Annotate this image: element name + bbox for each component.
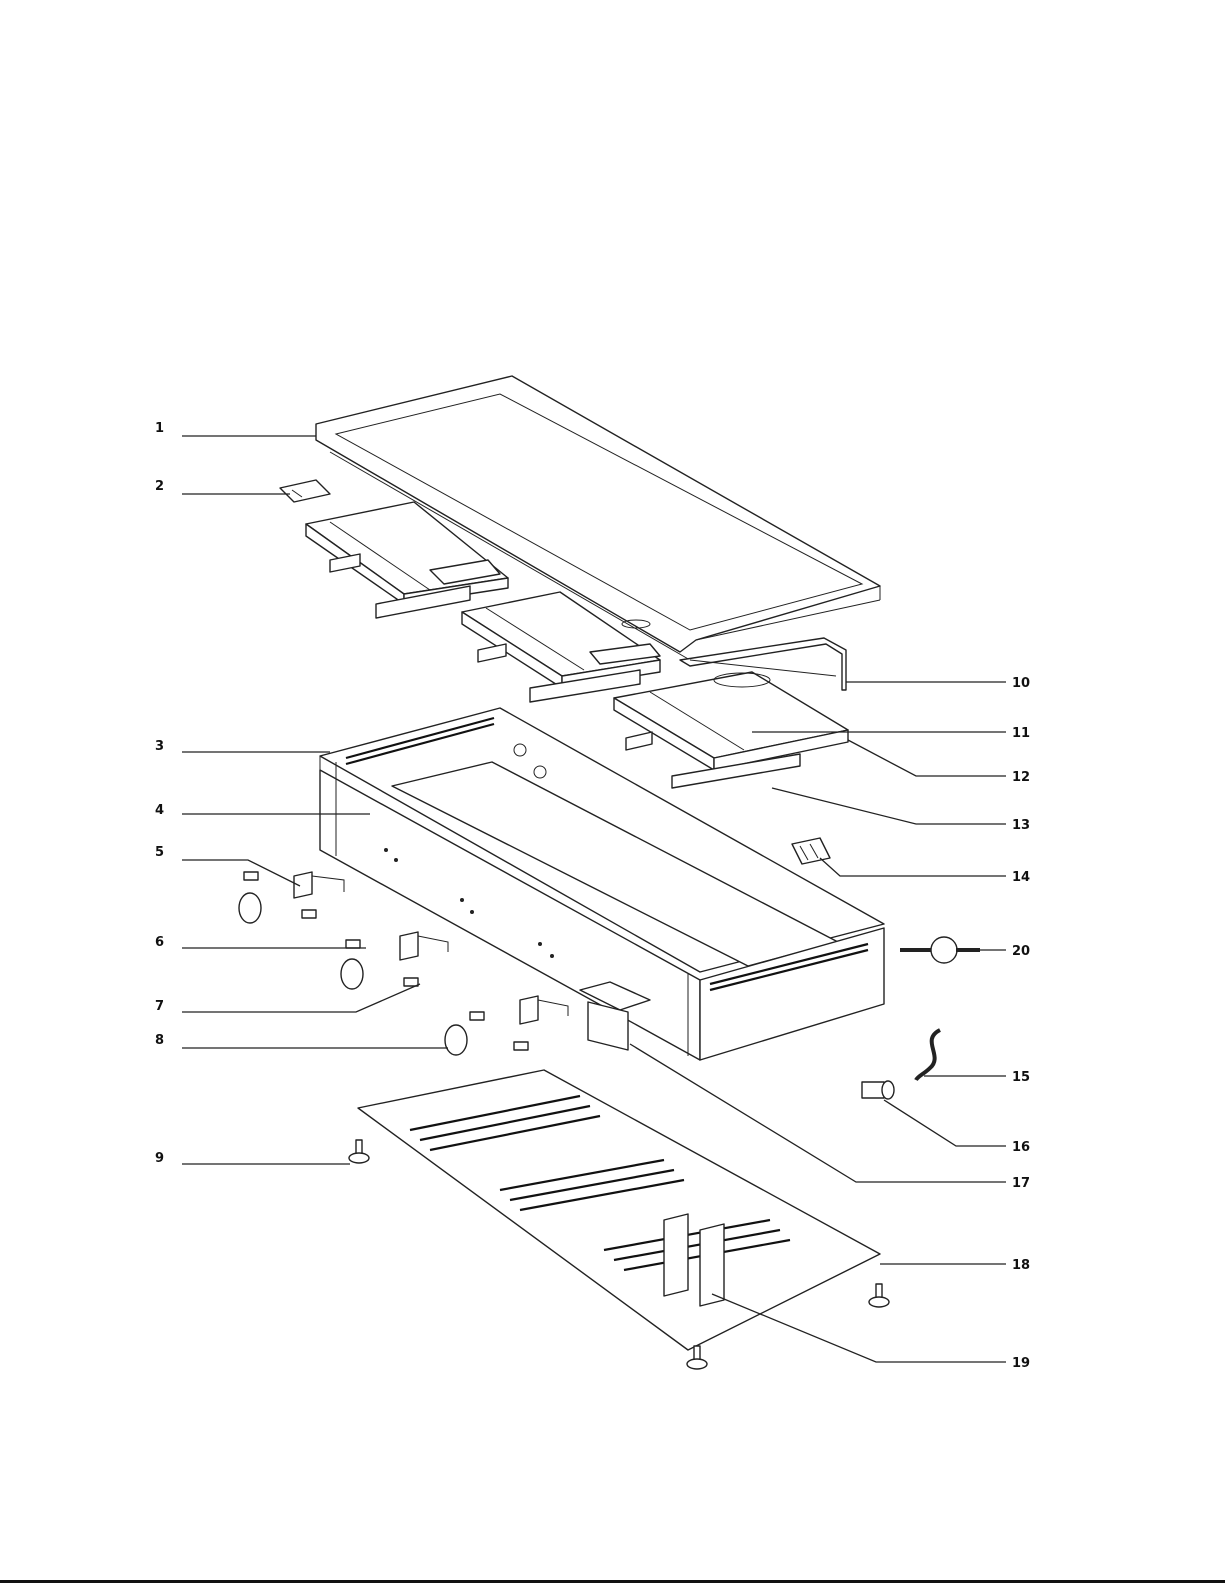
- bottom-rule: [0, 1580, 1225, 1583]
- terminal-block: [792, 838, 830, 864]
- clip-part: [280, 480, 330, 502]
- callout-20: 20: [1012, 944, 1030, 959]
- callout-4: 4: [155, 803, 164, 818]
- callout-1: 1: [155, 421, 164, 436]
- callout-14: 14: [1012, 870, 1030, 885]
- callout-9: 9: [155, 1151, 164, 1166]
- base-plate: [358, 1070, 880, 1350]
- callout-3: 3: [155, 739, 164, 754]
- callout-19: 19: [1012, 1356, 1030, 1371]
- callout-18: 18: [1012, 1258, 1030, 1273]
- cord-hook: [916, 1030, 940, 1080]
- callout-15: 15: [1012, 1070, 1030, 1085]
- callout-6: 6: [155, 935, 164, 950]
- callout-12: 12: [1012, 770, 1030, 785]
- strain-relief: [862, 1081, 894, 1099]
- callout-11: 11: [1012, 726, 1030, 741]
- callout-8: 8: [155, 1033, 164, 1048]
- heating-element-assembly-c: [614, 672, 848, 788]
- callout-13: 13: [1012, 818, 1030, 833]
- callout-5: 5: [155, 845, 164, 860]
- callout-16: 16: [1012, 1140, 1030, 1155]
- callout-17: 17: [1012, 1176, 1030, 1191]
- pilot-light: [900, 937, 980, 963]
- callout-10: 10: [1012, 676, 1030, 691]
- callout-2: 2: [155, 479, 164, 494]
- callout-7: 7: [155, 999, 164, 1014]
